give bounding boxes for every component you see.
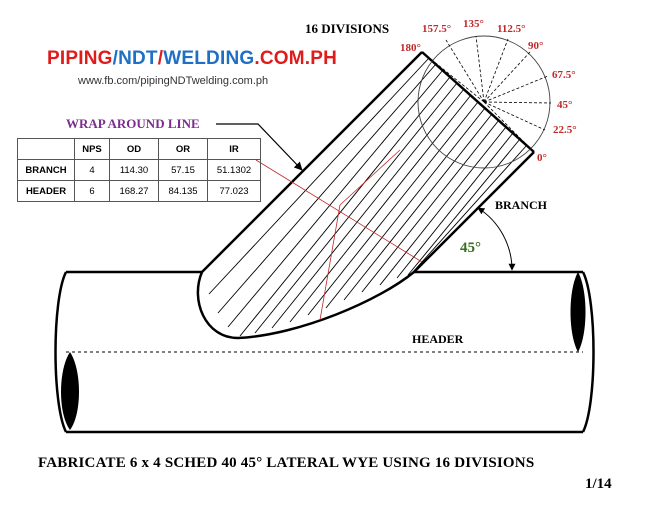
branch-label: BRANCH: [495, 198, 548, 212]
lateral-angle-label: 45°: [460, 240, 481, 256]
table-row-header: HEADER 6 168.27 84.135 77.023: [17, 180, 261, 202]
table-header-row: NPS OD OR IR: [17, 138, 261, 160]
angle-label-157-5: 157.5°: [422, 23, 451, 35]
table-row-branch: BRANCH 4 114.30 57.15 51.1302: [17, 159, 261, 181]
wrap-around-label: WRAP AROUND LINE: [66, 116, 200, 131]
pipe-spec-table: NPS OD OR IR BRANCH 4 114.30 57.15 51.13…: [17, 138, 261, 202]
angle-label-45: 45°: [557, 99, 572, 111]
angle-label-135: 135°: [463, 18, 484, 30]
facebook-url: www.fb.com/pipingNDTwelding.com.ph: [78, 75, 269, 87]
angle-labels: 180° 157.5° 135° 112.5° 90° 67.5° 45° 22…: [400, 18, 577, 164]
angle-label-112-5: 112.5°: [497, 23, 526, 35]
angle-label-90: 90°: [528, 40, 543, 52]
brand-logo: PIPING/NDT/WELDING.COM.PH: [47, 48, 338, 69]
wrap-around-arrow: [216, 123, 303, 171]
figure-caption: FABRICATE 6 x 4 SCHED 40 45° LATERAL WYE…: [38, 455, 535, 471]
divisions-title: 16 DIVISIONS: [305, 21, 389, 36]
angle-label-22-5: 22.5°: [553, 124, 577, 136]
angle-arc: [477, 207, 516, 271]
header-label: HEADER: [412, 332, 464, 346]
branch-pipe: [196, 51, 535, 340]
angle-label-67-5: 67.5°: [552, 69, 576, 81]
header-break-left: [61, 352, 79, 430]
angle-label-0: 0°: [537, 152, 547, 164]
angle-label-180: 180°: [400, 42, 421, 54]
header-break-right: [570, 272, 586, 352]
page-number: 1/14: [585, 476, 612, 492]
header-pipe: [54, 270, 595, 434]
division-circle: [417, 35, 552, 169]
